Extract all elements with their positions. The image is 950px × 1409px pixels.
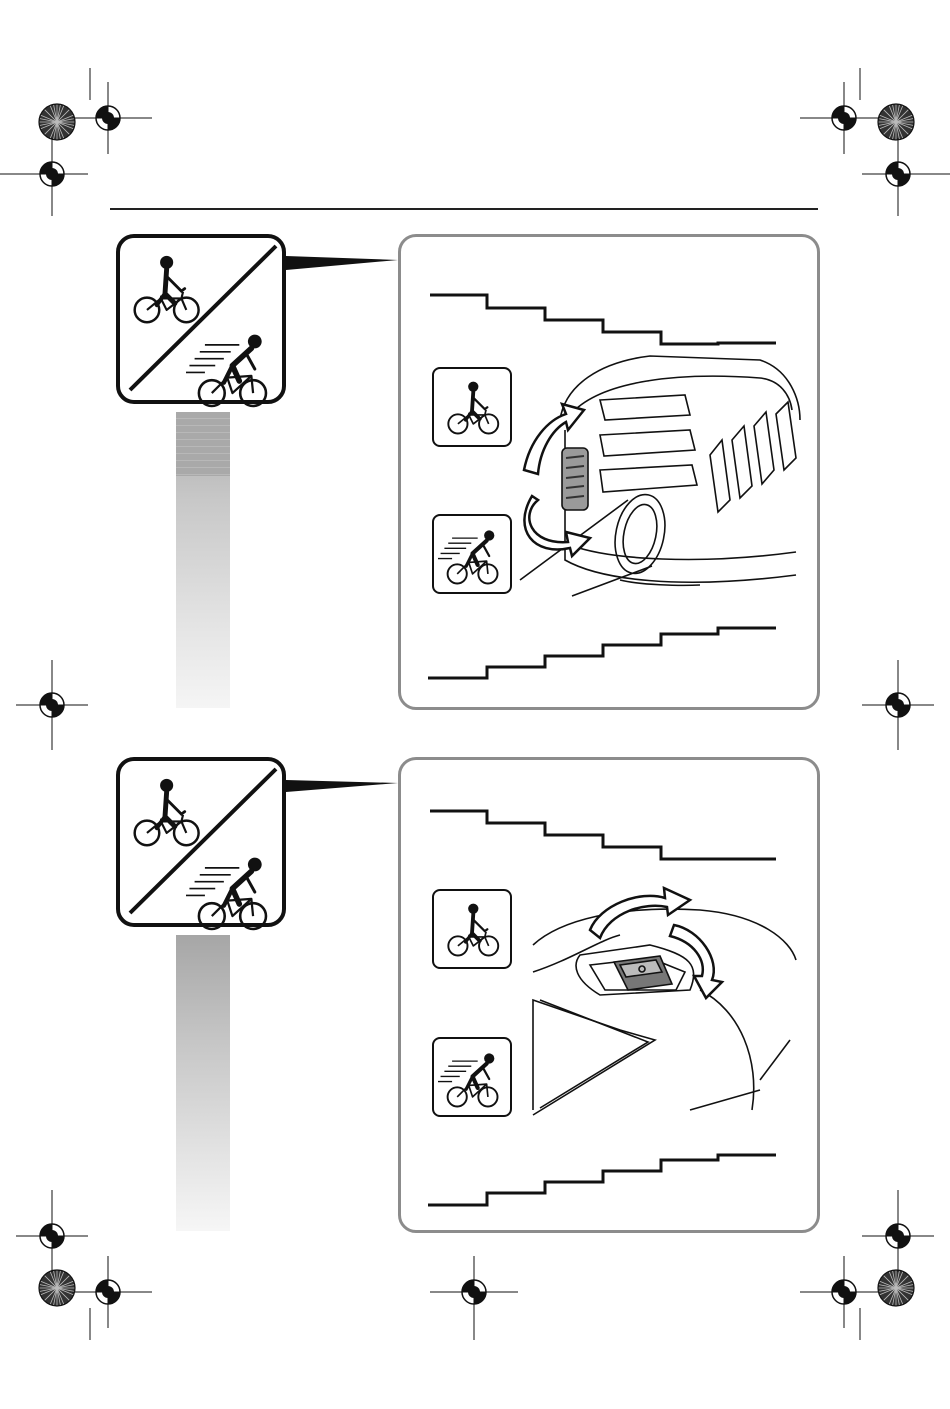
cyclist-slow-icon	[448, 382, 498, 434]
registration-burst-bottom-right	[878, 1270, 914, 1306]
cyclist-slow-icon	[448, 904, 498, 956]
registration-burst-top-left	[39, 104, 75, 140]
crop-lines	[0, 68, 950, 1340]
registration-burst-bottom-left	[39, 1270, 75, 1306]
vacuum-switch-illustration	[533, 888, 796, 1115]
speed-sign-large-1-content	[130, 246, 276, 406]
callout-pointer-2	[286, 780, 398, 792]
speed-sign-large-2-content	[130, 769, 276, 929]
cyclist-fast-icon	[438, 1052, 498, 1107]
callout-pointer-1	[286, 256, 398, 270]
cyclist-slow-icon	[135, 779, 199, 845]
power-decrease-steps-1	[430, 295, 776, 344]
registration-cross-marks	[16, 82, 934, 1328]
power-increase-steps-2	[428, 1155, 776, 1205]
cyclist-fast-icon	[186, 333, 266, 406]
power-increase-steps-1	[428, 628, 776, 678]
cyclist-fast-icon	[438, 529, 498, 584]
cyclist-fast-icon	[186, 856, 266, 929]
power-decrease-steps-2	[430, 811, 776, 859]
cyclist-slow-icon	[135, 256, 199, 322]
registration-burst-top-right	[878, 104, 914, 140]
vacuum-dial-illustration	[520, 356, 800, 596]
